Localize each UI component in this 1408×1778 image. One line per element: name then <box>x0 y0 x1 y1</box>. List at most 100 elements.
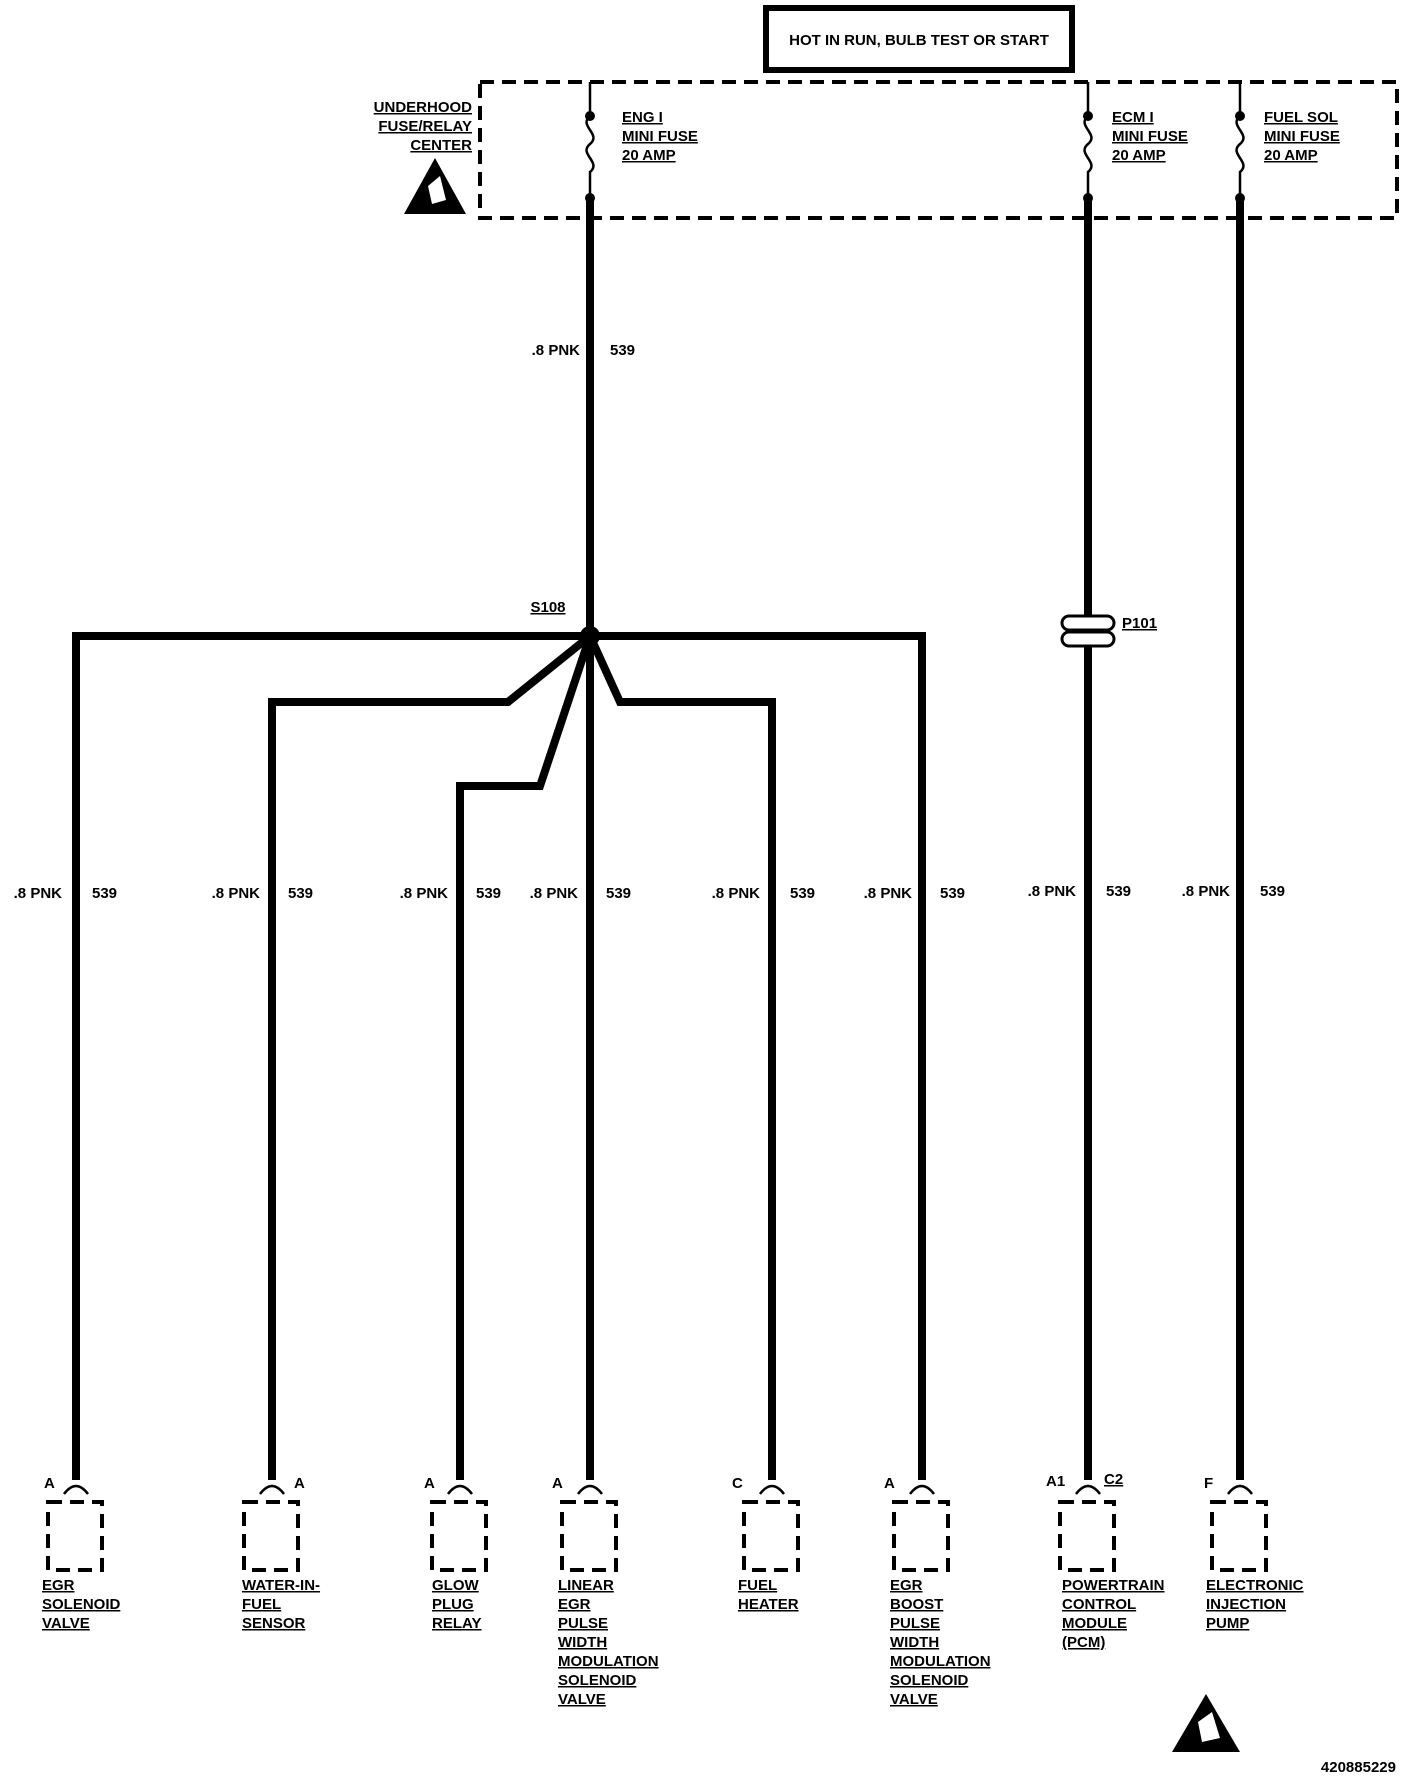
component-label-line: PULSE <box>890 1615 940 1632</box>
wire-label-color: .8 PNK <box>400 885 449 902</box>
component-label-line: LINEAR <box>558 1577 614 1594</box>
wire-label-color: .8 PNK <box>14 885 63 902</box>
component-label-line: MODULATION <box>558 1653 659 1670</box>
pin-label: A <box>294 1475 305 1492</box>
component-label-line: BOOST <box>890 1596 943 1613</box>
wires <box>72 198 1244 1480</box>
component-label-line: WIDTH <box>558 1634 607 1651</box>
wire-label-circuit: 539 <box>476 885 501 902</box>
fuse-relay-center: UNDERHOOD FUSE/RELAY CENTER <box>374 80 1399 220</box>
wire-branch-egr-boost <box>590 632 926 1480</box>
component-fuel-heater: C FUEL HEATER <box>732 1475 800 1613</box>
component-label-line: VALVE <box>42 1615 90 1632</box>
component-label-line: EGR <box>42 1577 75 1594</box>
component-label-line: PUMP <box>1206 1615 1249 1632</box>
fuse-ecm-label-1: ECM I <box>1112 109 1154 126</box>
component-label-line: SOLENOID <box>558 1672 637 1689</box>
component-label-line: ELECTRONIC <box>1206 1577 1304 1594</box>
fuse-eng-i: ENG I MINI FUSE 20 AMP <box>585 82 698 203</box>
component-linear-egr-pwm-solenoid-valve: A LINEAR EGR PULSE WIDTH MODULATION SOLE… <box>552 1475 659 1708</box>
component-egr-solenoid-valve: A EGR SOLENOID VALVE <box>42 1475 121 1632</box>
connector-label: P101 <box>1122 615 1157 632</box>
component-label-line: WIDTH <box>890 1634 939 1651</box>
wire-label-circuit: 539 <box>1260 883 1285 900</box>
fuse-center-label-2: FUSE/RELAY <box>378 118 472 135</box>
wire-branch-fuel-heater <box>586 634 776 1480</box>
fuse-eng-label-1: ENG I <box>622 109 663 126</box>
component-water-in-fuel-sensor: A WATER-IN- FUEL SENSOR <box>242 1475 320 1632</box>
fuse-eng-label-3: 20 AMP <box>622 147 676 164</box>
wire-branch-water-in-fuel <box>268 632 593 1480</box>
component-label-line: PLUG <box>432 1596 474 1613</box>
esd-warning-icon <box>404 158 466 214</box>
component-label-line: VALVE <box>890 1691 938 1708</box>
pin-label: A <box>552 1475 563 1492</box>
fuse-ecm-i: ECM I MINI FUSE 20 AMP <box>1083 82 1188 203</box>
pin-label: A <box>44 1475 55 1492</box>
wire-label-circuit: 539 <box>606 885 631 902</box>
wire-label-circuit: 539 <box>92 885 117 902</box>
wire-label-circuit: 539 <box>610 342 635 359</box>
component-label-line: WATER-IN- <box>242 1577 320 1594</box>
fuse-eng-label-2: MINI FUSE <box>622 128 698 145</box>
component-label-line: RELAY <box>432 1615 481 1632</box>
component-powertrain-control-module: A1 C2 POWERTRAIN CONTROL MODULE (PCM) <box>1046 1471 1165 1651</box>
component-label-line: GLOW <box>432 1577 479 1594</box>
component-label-line: POWERTRAIN <box>1062 1577 1165 1594</box>
wire-label-circuit: 539 <box>288 885 313 902</box>
component-glow-plug-relay: A GLOW PLUG RELAY <box>424 1475 488 1632</box>
component-label-line: VALVE <box>558 1691 606 1708</box>
component-label-line: CONTROL <box>1062 1596 1136 1613</box>
wire-label-color: .8 PNK <box>864 885 913 902</box>
fuse-fuel-label-1: FUEL SOL <box>1264 109 1338 126</box>
pin-label: C <box>732 1475 743 1492</box>
fuse-fuel-label-2: MINI FUSE <box>1264 128 1340 145</box>
component-egr-boost-pwm-solenoid-valve: A EGR BOOST PULSE WIDTH MODULATION SOLEN… <box>884 1475 991 1708</box>
fuse-fuel-label-3: 20 AMP <box>1264 147 1318 164</box>
wire-label-color: .8 PNK <box>1028 883 1077 900</box>
fuse-center-label-3: CENTER <box>410 137 472 154</box>
fuse-center-label-1: UNDERHOOD <box>374 99 473 116</box>
component-label-line: (PCM) <box>1062 1634 1105 1651</box>
esd-warning-icon <box>1172 1694 1240 1752</box>
component-label-line: MODULE <box>1062 1615 1127 1632</box>
pin-label: F <box>1204 1475 1213 1492</box>
component-label-line: SENSOR <box>242 1615 306 1632</box>
splice-s108: S108 <box>530 599 600 646</box>
fuse-ecm-label-2: MINI FUSE <box>1112 128 1188 145</box>
component-label-line: SOLENOID <box>890 1672 969 1689</box>
component-label-line: INJECTION <box>1206 1596 1286 1613</box>
connector-id-label: C2 <box>1104 1471 1123 1488</box>
connector-p101: P101 <box>1060 614 1157 648</box>
component-label-line: HEATER <box>738 1596 799 1613</box>
component-label-line: FUEL <box>738 1577 777 1594</box>
wire-label-circuit: 539 <box>790 885 815 902</box>
wire-labels: .8 PNK 539 .8 PNK 539 .8 PNK 539 .8 PNK … <box>14 342 1285 902</box>
pin-label: A <box>884 1475 895 1492</box>
pin-label: A1 <box>1046 1473 1065 1490</box>
wire-label-color: .8 PNK <box>1182 883 1231 900</box>
power-source-label: HOT IN RUN, BULB TEST OR START <box>789 32 1049 49</box>
wire-label-color: .8 PNK <box>532 342 581 359</box>
component-label-line: FUEL <box>242 1596 281 1613</box>
wire-branch-egr-solenoid <box>72 632 590 1480</box>
component-electronic-injection-pump: F ELECTRONIC INJECTION PUMP <box>1204 1475 1304 1632</box>
wire-label-color: .8 PNK <box>530 885 579 902</box>
pin-label: A <box>424 1475 435 1492</box>
wire-label-color: .8 PNK <box>212 885 261 902</box>
splice-label: S108 <box>530 599 565 616</box>
wire-branch-glow-plug <box>456 634 594 1480</box>
fuse-fuel-sol: FUEL SOL MINI FUSE 20 AMP <box>1235 82 1340 203</box>
component-label-line: SOLENOID <box>42 1596 121 1613</box>
fuse-ecm-label-3: 20 AMP <box>1112 147 1166 164</box>
component-label-line: EGR <box>558 1596 591 1613</box>
power-source-box: HOT IN RUN, BULB TEST OR START <box>763 5 1075 73</box>
wire-label-color: .8 PNK <box>712 885 761 902</box>
component-label-line: MODULATION <box>890 1653 991 1670</box>
wire-label-circuit: 539 <box>940 885 965 902</box>
component-label-line: EGR <box>890 1577 923 1594</box>
wire-label-circuit: 539 <box>1106 883 1131 900</box>
component-label-line: PULSE <box>558 1615 608 1632</box>
figure-id: 420885229 <box>1321 1759 1396 1776</box>
